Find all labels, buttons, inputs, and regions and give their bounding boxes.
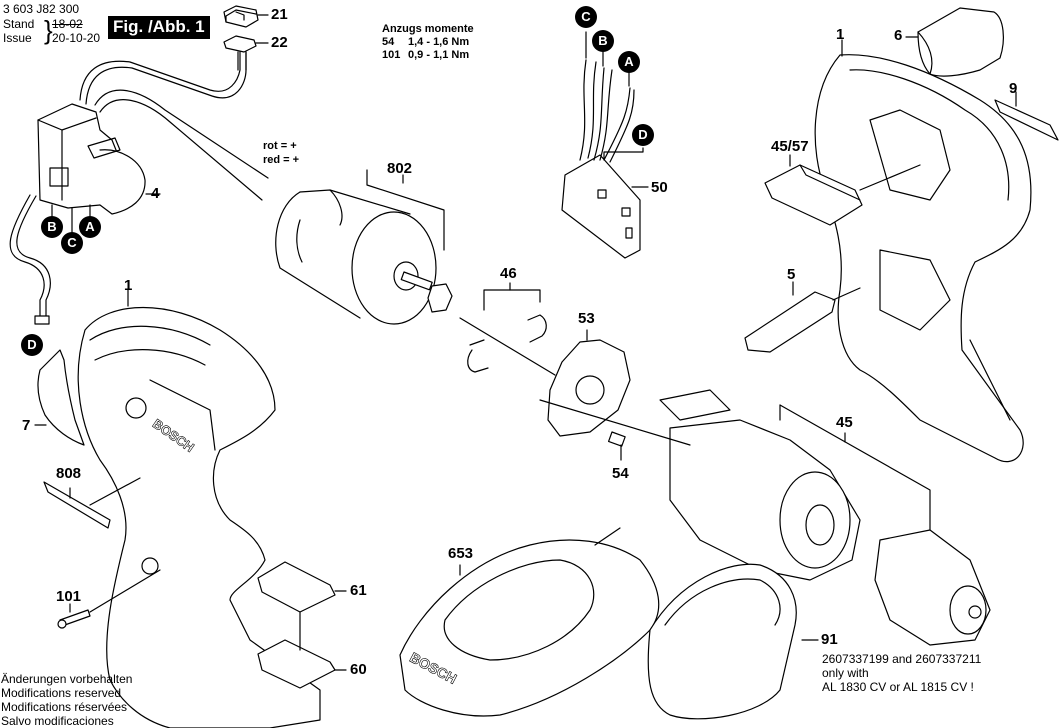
part-7-side-cap (35, 350, 84, 445)
disclaimer-en: Modifications reserved (1, 686, 122, 700)
callout-b-switch: B (41, 216, 63, 238)
disclaimer-de: Änderungen vorbehalten (1, 672, 133, 686)
part-808-strip (44, 478, 140, 528)
callout-a-switch: A (79, 216, 101, 238)
bracket-802 (367, 170, 444, 250)
battery-note-line: only with (822, 666, 869, 680)
battery-compat-note: 2607337199 and 2607337211 only with AL 1… (822, 652, 981, 694)
part-9-strip (995, 92, 1058, 140)
part-61-contact (258, 562, 346, 612)
part-45-chuck (875, 530, 990, 645)
battery-note-line: 2607337199 and 2607337211 (822, 652, 982, 666)
label-22[interactable]: 22 (271, 34, 288, 51)
stand-label: Stand (3, 17, 35, 31)
torque-title: Anzugs momente (382, 23, 474, 35)
dates-block: 18-02 20-10-20 (52, 17, 100, 45)
label-50[interactable]: 50 (651, 179, 668, 196)
part-91-battery (648, 564, 818, 719)
torque-row: 101 0,9 - 1,1 Nm (382, 49, 474, 62)
callout-a-board: A (618, 51, 640, 73)
part-5-button (745, 282, 860, 352)
callout-b-board: B (592, 30, 614, 52)
torque-value: 1,4 - 1,6 Nm (408, 36, 470, 48)
issue-date: 20-10-20 (52, 31, 101, 45)
brace-icon: } (44, 15, 53, 45)
part-60-contact (258, 612, 346, 688)
label-46[interactable]: 46 (500, 265, 517, 282)
label-101[interactable]: 101 (56, 588, 82, 605)
wire-polarity-note: rot = + red = + (263, 139, 299, 167)
label-6[interactable]: 6 (894, 27, 903, 44)
stand-issue-block: Stand Issue (3, 17, 34, 45)
label-1-right[interactable]: 1 (836, 26, 845, 43)
label-802[interactable]: 802 (387, 160, 413, 177)
label-53[interactable]: 53 (578, 310, 595, 327)
callout-d-switch: D (21, 334, 43, 356)
label-54[interactable]: 54 (612, 465, 629, 482)
battery-note-line: AL 1830 CV or AL 1815 CV ! (822, 680, 974, 694)
label-653[interactable]: 653 (448, 545, 474, 562)
part-1-housing-left (78, 290, 320, 728)
torque-value: 0,9 - 1,1 Nm (408, 49, 470, 61)
callout-d-board: D (632, 124, 654, 146)
part-45-57-selector (765, 155, 920, 225)
torque-pos: 101 (382, 49, 401, 61)
label-7[interactable]: 7 (22, 417, 31, 434)
part-53-brush-plate (548, 330, 630, 436)
label-808[interactable]: 808 (56, 465, 82, 482)
label-91[interactable]: 91 (821, 631, 838, 648)
part-101-screw (58, 570, 160, 628)
figure-title: Fig. /Abb. 1 (108, 16, 210, 39)
part-802-motor (276, 190, 452, 324)
label-1-left[interactable]: 1 (124, 277, 133, 294)
disclaimer-es: Salvo modificaciones (1, 714, 114, 728)
torque-row: 54 1,4 - 1,6 Nm (382, 36, 474, 49)
part-54-screw (609, 432, 626, 460)
part-number: 3 603 J82 300 (3, 2, 80, 16)
wire-note-de: rot = + (263, 140, 297, 152)
part-21-connector-cap (224, 6, 258, 27)
label-45-57[interactable]: 45/57 (771, 138, 809, 155)
label-61[interactable]: 61 (350, 582, 367, 599)
part-653-charger (400, 528, 659, 716)
part-4-switch (38, 104, 145, 214)
callout-c-board: C (575, 6, 597, 28)
wire-note-en: red = + (263, 154, 300, 166)
bracket-45 (780, 405, 930, 530)
part-46-brush-springs (460, 283, 555, 375)
label-9[interactable]: 9 (1009, 80, 1018, 97)
label-45[interactable]: 45 (836, 414, 853, 431)
torque-table: Anzugs momente 54 1,4 - 1,6 Nm 101 0,9 - 1… (382, 23, 474, 62)
part-50-circuit-board (562, 32, 648, 258)
label-21[interactable]: 21 (271, 6, 288, 23)
label-5[interactable]: 5 (787, 266, 796, 283)
issue-label: Issue (3, 31, 32, 45)
label-4[interactable]: 4 (151, 185, 160, 202)
label-60[interactable]: 60 (350, 661, 367, 678)
old-date: 18-02 (52, 17, 83, 31)
callout-c-switch: C (61, 232, 83, 254)
torque-pos: 54 (382, 36, 395, 48)
modifications-disclaimer: Änderungen vorbehalten Modifications res… (1, 672, 132, 728)
part-6-side-cover (906, 8, 1003, 76)
disclaimer-fr: Modifications réservées (1, 700, 128, 714)
part-45-gearbox (540, 390, 860, 580)
switch-wires (10, 52, 268, 324)
